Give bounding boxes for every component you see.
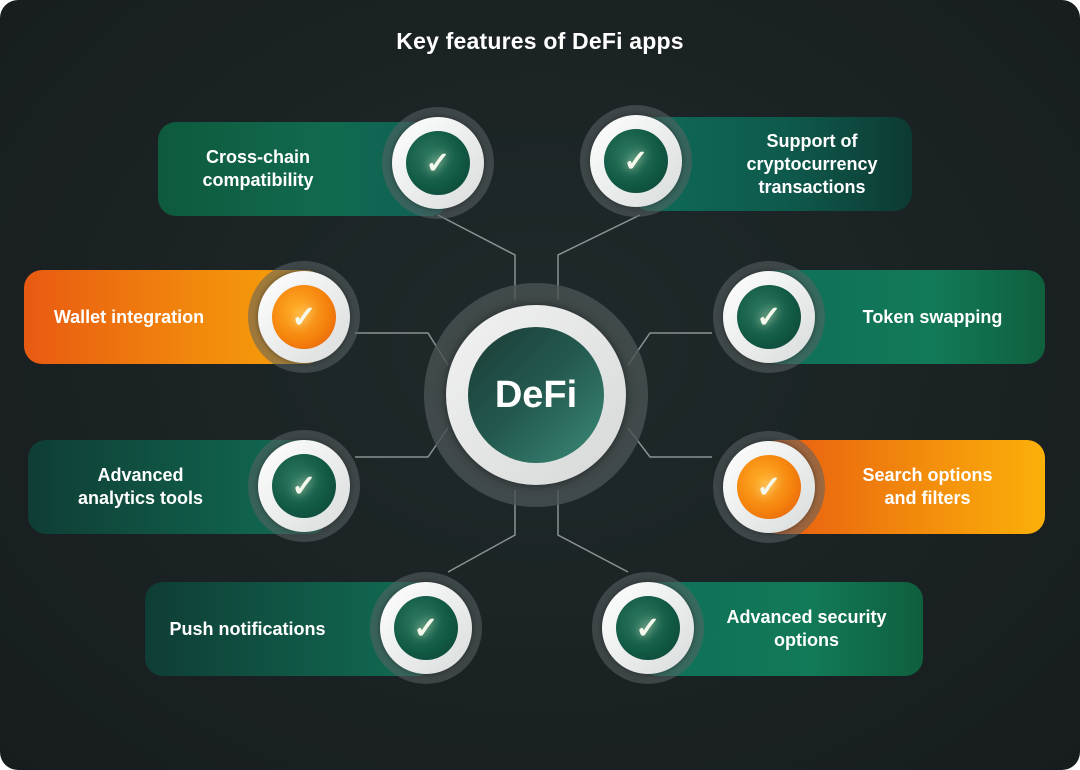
- node-search: ✓: [713, 431, 825, 543]
- connector-security: [557, 490, 629, 573]
- feature-label: Search options and filters: [862, 465, 993, 508]
- check-icon: ✓: [756, 300, 782, 334]
- check-icon: ✓: [756, 470, 782, 504]
- check-icon: ✓: [291, 300, 317, 334]
- check-icon: ✓: [413, 611, 439, 645]
- check-icon: ✓: [291, 469, 317, 503]
- node-security: ✓: [592, 572, 704, 684]
- node-crypto-support: ✓: [580, 105, 692, 217]
- hub-label: DeFi: [494, 373, 578, 416]
- diagram-title: Key features of DeFi apps: [396, 28, 684, 54]
- check-icon: ✓: [623, 144, 649, 178]
- feature-label: Token swapping: [862, 306, 1003, 327]
- hub-circle: DeFi: [424, 283, 648, 507]
- feature-label: Cross-chain compatibility: [202, 147, 314, 190]
- feature-label: Wallet integration: [53, 306, 205, 327]
- node-token-swap: ✓: [713, 261, 825, 373]
- check-icon: ✓: [425, 146, 451, 180]
- check-icon: ✓: [635, 611, 661, 645]
- node-cross-chain: ✓: [382, 107, 494, 219]
- feature-label: Advanced analytics tools: [77, 465, 204, 508]
- node-analytics: ✓: [248, 430, 360, 542]
- node-wallet: ✓: [248, 261, 360, 373]
- feature-label: Push notifications: [169, 618, 326, 639]
- node-push: ✓: [370, 572, 482, 684]
- feature-label: Advanced security options: [726, 607, 887, 650]
- feature-label: Support of cryptocurrency transactions: [746, 130, 878, 197]
